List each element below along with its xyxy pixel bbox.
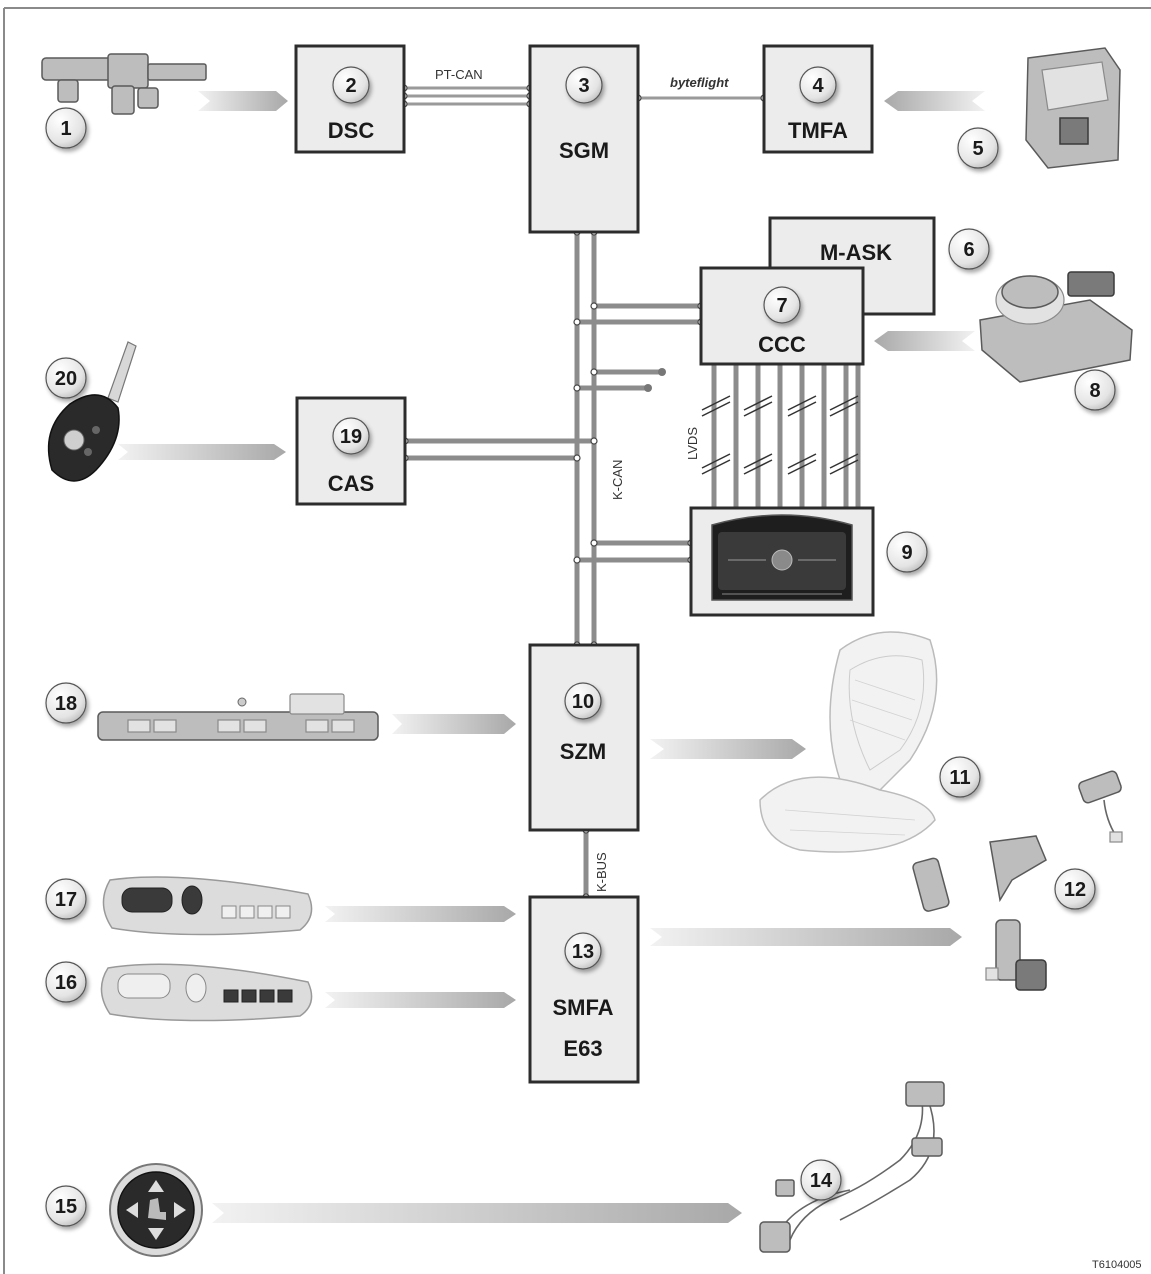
sgm-number: 3: [578, 75, 589, 97]
controller-knob-icon: [979, 271, 1133, 383]
component-number-18: 18: [55, 693, 77, 715]
sgm-number-badge: [565, 66, 603, 104]
component-number-1: 1: [60, 118, 71, 140]
lvds-bus: [701, 364, 861, 508]
szm-number: 10: [572, 691, 594, 713]
component-badge-18: 18: [45, 682, 87, 724]
component-badge-5: 5: [957, 127, 999, 169]
module-cas[interactable]: 19 CAS: [295, 396, 407, 506]
component-badge-11: 11: [939, 756, 981, 798]
component-badge-16: 16: [45, 961, 87, 1003]
module-tmfa[interactable]: 4 TMFA: [762, 44, 874, 154]
component-number-17: 17: [55, 889, 77, 911]
dsc-number-badge: [332, 66, 370, 104]
szm-label: SZM: [560, 739, 606, 764]
module-ccc[interactable]: 7 CCC: [699, 266, 865, 366]
tmfa-number-badge: [799, 66, 837, 104]
component-number-6: 6: [963, 239, 974, 261]
szm-number-badge: [564, 682, 602, 720]
ccc-number: 7: [776, 295, 787, 317]
central-display[interactable]: [689, 506, 875, 617]
component-badge-1: 1: [45, 107, 87, 149]
component-badge-12: 12: [1054, 868, 1096, 910]
component-number-16: 16: [55, 972, 77, 994]
lvds-label: LVDS: [685, 427, 700, 460]
seat-icon: [759, 631, 938, 853]
ptcan-label: PT-CAN: [435, 67, 483, 82]
cas-label: CAS: [328, 471, 374, 496]
kcan-bus: [405, 232, 701, 645]
kcan-label: K-CAN: [610, 460, 625, 500]
smfa-number-badge: [564, 932, 602, 970]
component-number-20: 20: [55, 368, 77, 390]
module-smfa[interactable]: 13 SMFA E63: [528, 895, 640, 1084]
cas-number-badge: [332, 417, 370, 455]
component-number-5: 5: [972, 138, 983, 160]
smfa-number: 13: [572, 941, 594, 963]
module-szm[interactable]: 10 SZM: [528, 643, 640, 832]
smfa-label: SMFA: [552, 995, 613, 1020]
seat-control-button-icon: [109, 1163, 203, 1257]
module-dsc[interactable]: 2 DSC: [294, 44, 406, 154]
car-key-icon: [47, 341, 137, 482]
component-number-12: 12: [1064, 879, 1086, 901]
tmfa-label: TMFA: [788, 118, 848, 143]
brake-sensor-icon: [41, 53, 207, 115]
ptcan-bus: [404, 86, 530, 106]
reference-code: T6104005: [1092, 1259, 1142, 1271]
ccc-number-badge: [763, 286, 801, 324]
byteflight-label: byteflight: [670, 75, 729, 90]
seat-motors-icon: [912, 770, 1123, 991]
module-sgm[interactable]: 3 SGM: [528, 44, 640, 234]
cas-number: 19: [340, 426, 362, 448]
component-badge-14: 14: [800, 1159, 842, 1201]
mask-label: M-ASK: [820, 240, 892, 265]
ccc-label: CCC: [758, 332, 806, 357]
steering-column-switch-icon: [1025, 47, 1121, 169]
component-badge-17: 17: [45, 878, 87, 920]
seat-memory-switch-dark-icon: [102, 876, 313, 936]
component-number-11: 11: [949, 767, 970, 789]
component-number-8: 8: [1089, 380, 1100, 402]
component-badge-8: 8: [1074, 369, 1116, 411]
component-badge-20: 20: [45, 357, 87, 399]
seat-switch-bar-icon: [97, 693, 379, 741]
component-number-15: 15: [55, 1196, 77, 1218]
tmfa-number: 4: [812, 75, 824, 97]
component-badge-6: 6: [948, 228, 990, 270]
component-number-14: 14: [810, 1170, 833, 1192]
component-number-9: 9: [901, 542, 912, 564]
component-badge-9: 9: [886, 531, 928, 573]
component-badge-15: 15: [45, 1185, 87, 1227]
display-controller-icon: [771, 549, 793, 571]
smfa-label-2: E63: [563, 1036, 602, 1061]
kbus-label: K-BUS: [594, 852, 609, 892]
sgm-label: SGM: [559, 138, 609, 163]
dsc-number: 2: [345, 75, 356, 97]
signal-arrows: [118, 91, 985, 1223]
wiring-harness-icon: [759, 1081, 945, 1253]
seat-memory-switch-light-icon: [100, 963, 313, 1022]
dsc-label: DSC: [328, 118, 375, 143]
